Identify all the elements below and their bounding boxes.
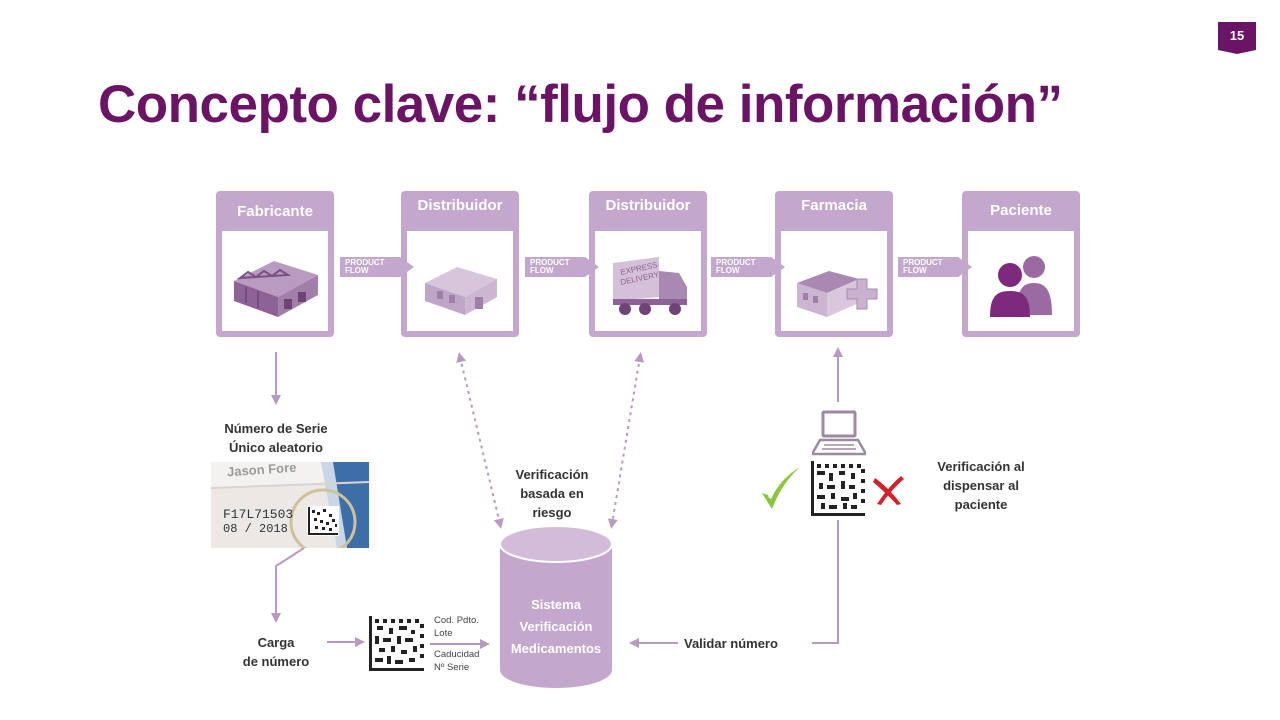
delivery-truck-icon: EXPRESS DELIVERY bbox=[613, 257, 687, 315]
cross-icon bbox=[873, 476, 904, 505]
stage-label: Distribuidor bbox=[417, 197, 503, 214]
carga-line-2: de número bbox=[242, 654, 310, 669]
stage-label: Distribuidor bbox=[605, 197, 691, 214]
laptop-icon bbox=[812, 410, 866, 456]
stage-card-paciente: Paciente bbox=[962, 191, 1080, 337]
database-line-3: Medicamentos bbox=[510, 641, 602, 656]
risk-line-3: riesgo bbox=[532, 505, 572, 520]
dispense-line-3: paciente bbox=[954, 497, 1008, 512]
flow-text-1: PRODUCT bbox=[903, 258, 943, 267]
flow-text-1: PRODUCT bbox=[530, 258, 570, 267]
box-datamatrix bbox=[307, 506, 339, 536]
dispense-line-2: dispensar al bbox=[943, 478, 1019, 493]
stage-card-distribuidor-2: Distribuidor EXPRESS DELIVERY bbox=[589, 191, 707, 337]
box-date: 08 / 2018 bbox=[223, 522, 288, 536]
flow-text-2: FLOW bbox=[716, 266, 740, 275]
flow-text-2: FLOW bbox=[903, 266, 927, 275]
stage-card-fabricante: Fabricante bbox=[216, 191, 334, 337]
warehouse-icon bbox=[425, 267, 497, 315]
carga-line-1: Carga bbox=[257, 635, 295, 650]
product-flow-arrow bbox=[340, 257, 414, 277]
stage-label: Fabricante bbox=[237, 203, 313, 220]
flow-text-1: PRODUCT bbox=[345, 258, 385, 267]
dm-field-serie: Nº Serie bbox=[434, 662, 470, 673]
dm-field-caducidad: Caducidad bbox=[434, 649, 480, 660]
stage-label: Paciente bbox=[990, 202, 1052, 219]
datamatrix-code-scan bbox=[811, 461, 865, 516]
validate-label: Validar número bbox=[684, 636, 778, 651]
flow-text-1: PRODUCT bbox=[716, 258, 756, 267]
patients-icon bbox=[990, 256, 1052, 317]
slide-title: Concepto clave: “flujo de información” bbox=[98, 75, 1063, 134]
database-icon bbox=[499, 525, 613, 688]
product-flow-arrow bbox=[711, 257, 785, 277]
database-line-2: Verificación bbox=[519, 619, 593, 634]
dm-field-lote: Lote bbox=[434, 628, 453, 639]
flow-text-2: FLOW bbox=[345, 266, 369, 275]
pharmacy-icon bbox=[797, 271, 878, 317]
stage-card-farmacia: Farmacia bbox=[775, 191, 893, 337]
factory-icon bbox=[234, 261, 318, 317]
flow-text-2: FLOW bbox=[530, 266, 554, 275]
dispense-line-1: Verificación al bbox=[937, 459, 1025, 474]
page-number-badge bbox=[1218, 22, 1256, 54]
product-flow-arrow bbox=[525, 257, 599, 277]
risk-line-2: basada en bbox=[520, 486, 584, 501]
page-number: 15 bbox=[1229, 28, 1245, 43]
risk-line-1: Verificación bbox=[515, 467, 589, 482]
stage-label: Farmacia bbox=[801, 197, 867, 214]
box-code: F17L71503 bbox=[223, 507, 294, 522]
stage-card-distribuidor-1: Distribuidor bbox=[401, 191, 519, 337]
datamatrix-code bbox=[369, 616, 424, 671]
product-box-photo: Jason Fore F17L71503 08 / 2018 bbox=[211, 462, 369, 548]
serial-line-2: Único aleatorio bbox=[229, 440, 323, 455]
dm-field-cod: Cod. Pdto. bbox=[434, 615, 479, 626]
check-icon bbox=[762, 467, 800, 509]
serial-line-1: Número de Serie bbox=[224, 421, 328, 436]
database-line-1: Sistema bbox=[531, 597, 581, 612]
product-flow-arrow bbox=[898, 257, 972, 277]
